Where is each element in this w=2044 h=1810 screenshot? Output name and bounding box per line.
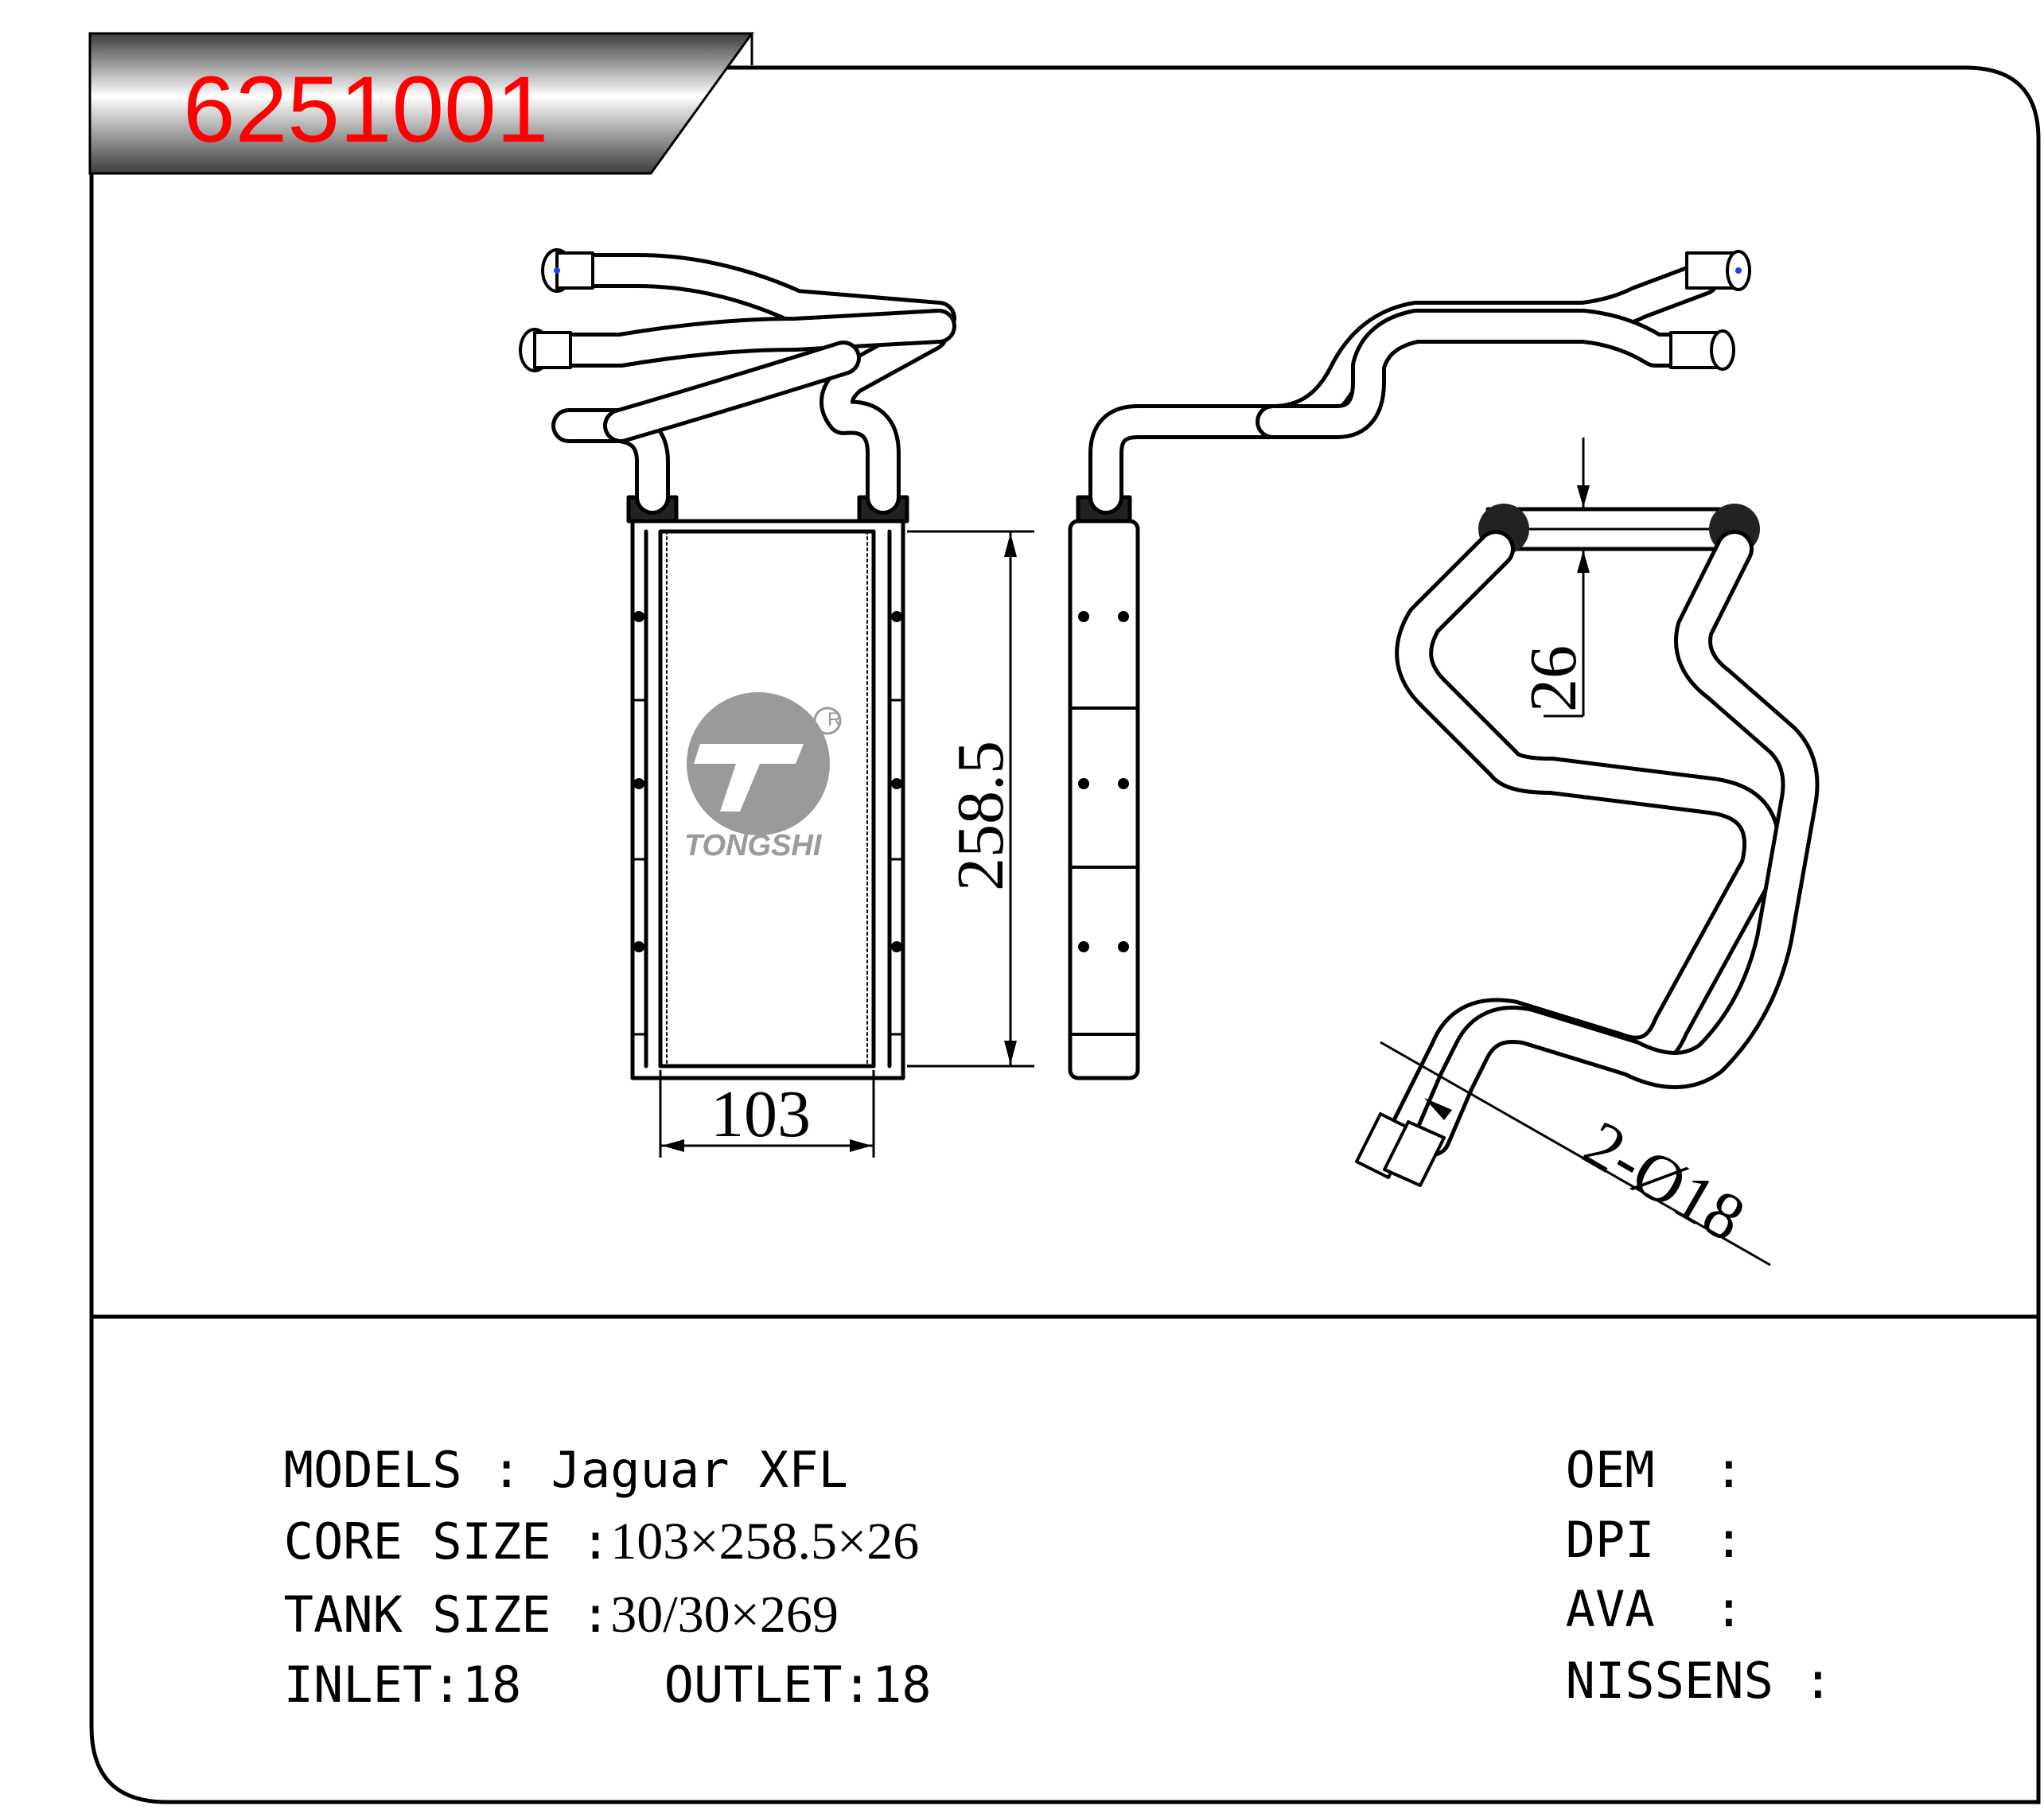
models-label: MODELS : — [283, 1441, 551, 1499]
core-size-value: 103×258.5×26 — [610, 1512, 920, 1571]
plan-view — [1355, 504, 1820, 1187]
spec-oem: OEM : — [1506, 1396, 1744, 1495]
nissens-label: NISSENS : — [1565, 1652, 1833, 1710]
spec-nissens: NISSENS : — [1506, 1607, 1833, 1706]
outlet-value: 18 — [871, 1656, 932, 1714]
inlet-label: INLET: — [283, 1656, 462, 1714]
pipe-diameter-leader — [1380, 1041, 1771, 1267]
side-view — [1068, 250, 1751, 1080]
dpi-label: DPI : — [1565, 1511, 1744, 1569]
spec-outlet: OUTLET:18 — [605, 1611, 932, 1710]
spec-core-size: CORE SIZE :103×258.5×26 — [224, 1466, 920, 1571]
logo-brand-text: TONGSHI — [684, 829, 823, 862]
height-dimension — [907, 530, 1034, 1068]
pipe-diameter-label: 2-Ø18 — [1572, 1107, 1757, 1256]
sheet-border — [89, 65, 2041, 1804]
thickness-dimension-label: 26 — [1516, 645, 1590, 712]
core-size-label: CORE SIZE : — [283, 1512, 611, 1571]
spec-ava: AVA : — [1506, 1536, 1744, 1634]
tank-size-value: 30/30×269 — [610, 1586, 839, 1644]
part-number: 6251001 — [183, 57, 548, 162]
ava-label: AVA : — [1565, 1580, 1744, 1638]
spec-models: MODELS : Jaguar XFL — [224, 1396, 848, 1495]
width-dimension-label: 103 — [711, 1077, 811, 1151]
width-dimension — [659, 1070, 875, 1158]
outlet-label: OUTLET: — [664, 1656, 872, 1714]
tank-size-label: TANK SIZE : — [283, 1586, 611, 1644]
thickness-dimension — [1544, 438, 1590, 718]
tongshi-logo: R TONGSHI — [684, 692, 842, 862]
spec-dpi: DPI : — [1506, 1466, 1744, 1565]
part-number-banner: 6251001 — [88, 32, 754, 175]
spec-inlet: INLET:18 — [224, 1611, 522, 1710]
height-dimension-label: 258.5 — [944, 741, 1018, 891]
models-value: Jaguar XFL — [551, 1441, 848, 1499]
spec-tank-size: TANK SIZE :30/30×269 — [224, 1539, 839, 1641]
front-view — [519, 248, 956, 1080]
oem-label: OEM : — [1565, 1441, 1744, 1499]
inlet-value: 18 — [461, 1656, 522, 1714]
